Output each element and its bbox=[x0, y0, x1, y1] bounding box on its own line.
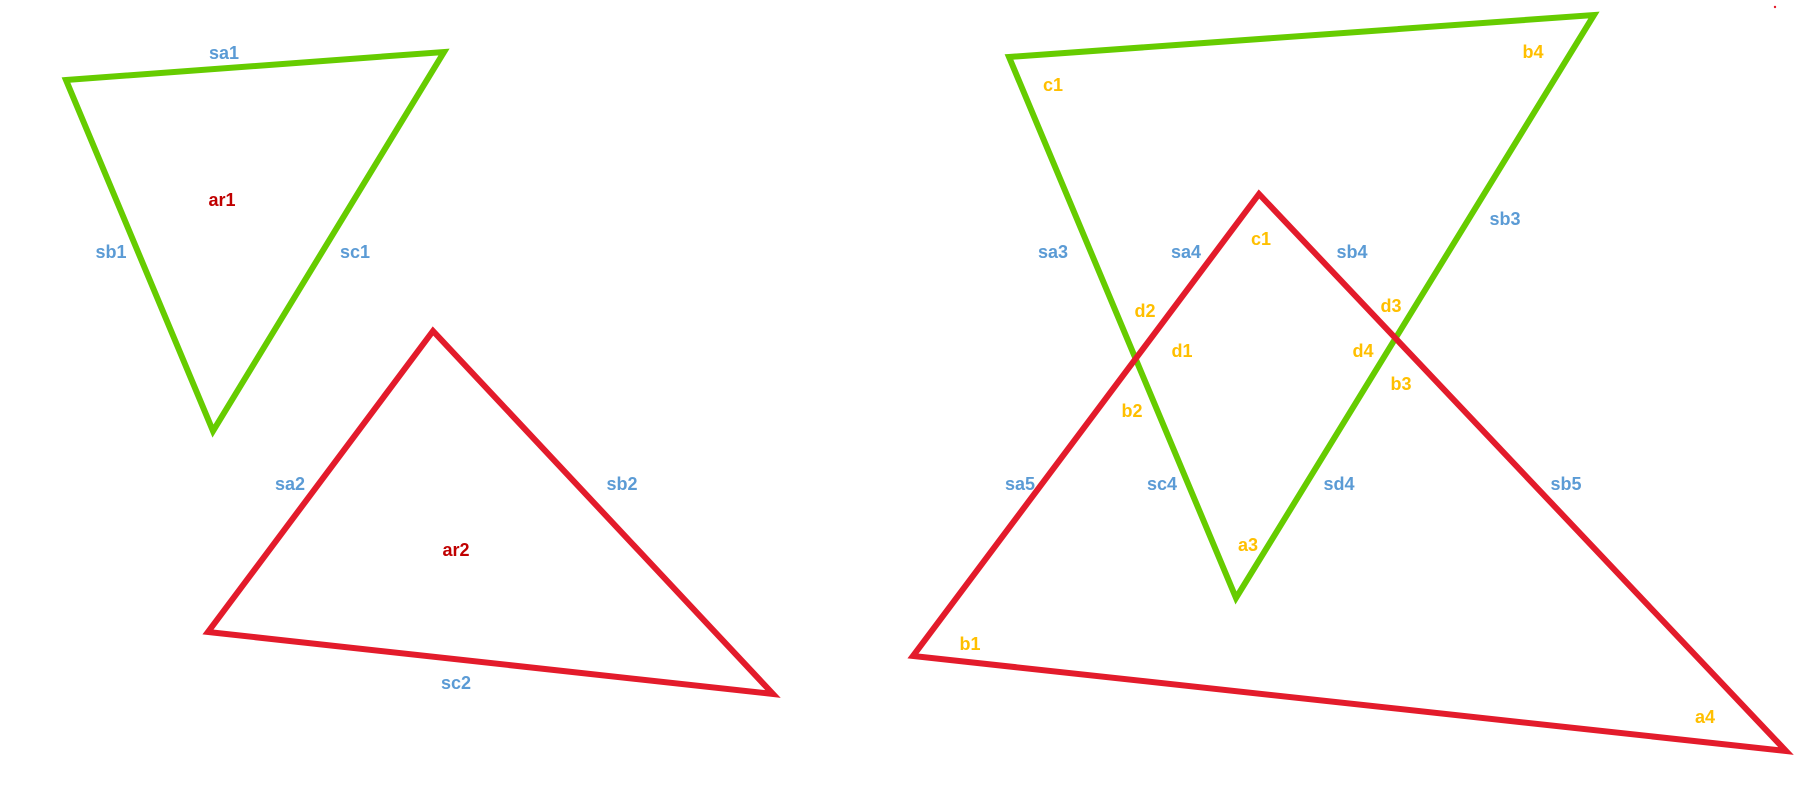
right-green-triangle bbox=[1004, 11, 1600, 605]
left-green-triangle bbox=[61, 48, 450, 438]
side-label-sb1: sb1 bbox=[95, 242, 126, 262]
vertex-label-d1: d1 bbox=[1171, 341, 1192, 361]
side-label-sa1: sa1 bbox=[209, 43, 239, 63]
side-label-sa5: sa5 bbox=[1005, 474, 1035, 494]
vertex-label-a3: a3 bbox=[1238, 535, 1258, 555]
side-label-sc1: sc1 bbox=[340, 242, 370, 262]
side-label-sd4: sd4 bbox=[1323, 474, 1354, 494]
corner-speck bbox=[1773, 5, 1777, 9]
area-label-ar2: ar2 bbox=[442, 540, 469, 560]
side-label-sc2: sc2 bbox=[441, 673, 471, 693]
side-label-sb3: sb3 bbox=[1489, 209, 1520, 229]
side-label-sa2: sa2 bbox=[275, 474, 305, 494]
vertex-label-d3: d3 bbox=[1380, 296, 1401, 316]
vertex-label-d2: d2 bbox=[1134, 301, 1155, 321]
vertex-label-b4: b4 bbox=[1522, 42, 1543, 62]
vertex-label-c1-top: c1 bbox=[1043, 75, 1063, 95]
side-label-sb5: sb5 bbox=[1550, 474, 1581, 494]
side-label-sb4: sb4 bbox=[1336, 242, 1367, 262]
area-label-ar1: ar1 bbox=[208, 190, 235, 210]
vertex-label-b1: b1 bbox=[959, 634, 980, 654]
vertex-label-d4: d4 bbox=[1352, 341, 1373, 361]
side-label-sa4: sa4 bbox=[1171, 242, 1201, 262]
side-label-sa3: sa3 bbox=[1038, 242, 1068, 262]
right-red-triangle bbox=[907, 189, 1794, 755]
vertex-label-b3: b3 bbox=[1390, 374, 1411, 394]
vertex-label-c1-apex: c1 bbox=[1251, 229, 1271, 249]
vertex-label-a4: a4 bbox=[1695, 707, 1715, 727]
side-label-sc4: sc4 bbox=[1147, 474, 1177, 494]
left-red-triangle bbox=[202, 326, 781, 698]
side-label-sb2: sb2 bbox=[606, 474, 637, 494]
vertex-label-b2: b2 bbox=[1121, 401, 1142, 421]
